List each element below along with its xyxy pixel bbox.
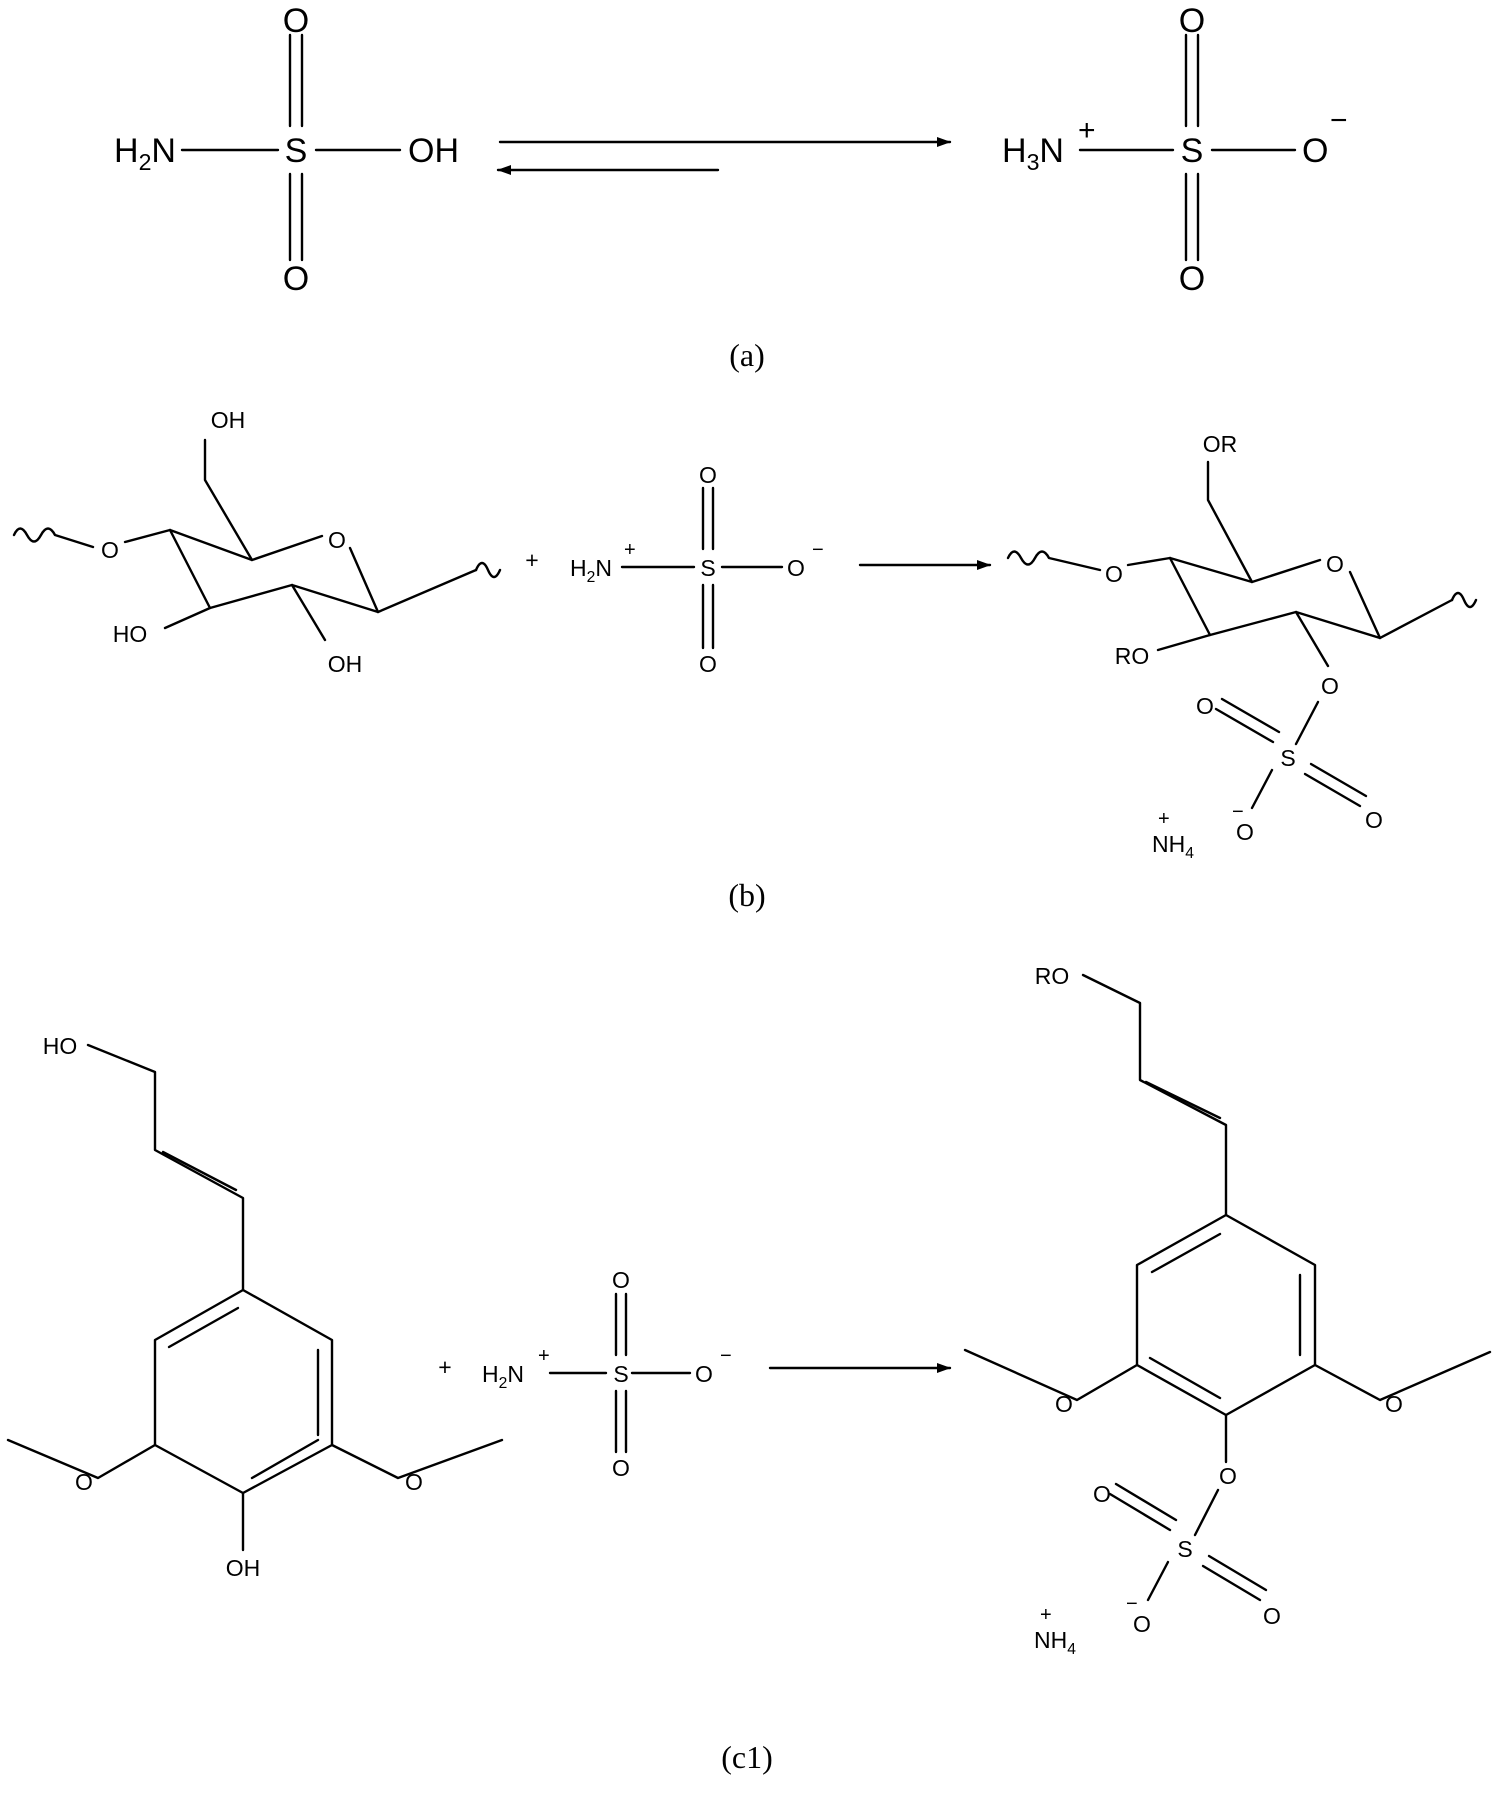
sulfamic-acid: H2N S O O OH <box>114 2 459 298</box>
oxide-atom: O <box>1236 819 1254 845</box>
caption-c1: (c1) <box>721 1739 773 1775</box>
negative-charge: − <box>720 1345 732 1367</box>
ammonium-charge: + <box>1158 808 1170 830</box>
amine-group: H2N <box>114 132 176 175</box>
methoxy-oxygen-right: O <box>405 1469 423 1495</box>
positive-charge: + <box>624 539 636 561</box>
amine-group: H2N <box>482 1361 524 1392</box>
sulfur-atom: S <box>285 132 308 170</box>
sinapyl-alcohol: HO O O OH <box>6 1033 504 1581</box>
oxo-top: O <box>699 462 717 488</box>
methoxy-oxygen-left: O <box>75 1469 93 1495</box>
oh-c2: OH <box>328 651 363 677</box>
panel-a: H2N S O O OH H3N + S O O O − (a) <box>114 2 1348 373</box>
caption-a: (a) <box>729 337 765 373</box>
negative-charge: − <box>1232 801 1244 823</box>
oxide-atom: O <box>1133 1611 1151 1637</box>
sulfur-atom: S <box>700 555 715 581</box>
or-c6: OR <box>1203 431 1238 457</box>
positive-charge: + <box>538 1345 550 1367</box>
sulfamate-reagent: H2N + S O O O − <box>570 462 824 677</box>
ammonium-group: H3N <box>1002 132 1064 175</box>
or-c3: RO <box>1115 643 1150 669</box>
ammonium-counterion: NH4 <box>1152 831 1194 862</box>
ammonium-charge: + <box>1040 1604 1052 1626</box>
hydroxyl-group: OH <box>408 132 459 170</box>
oxo-left: O <box>1196 693 1214 719</box>
negative-charge: − <box>812 539 824 561</box>
sulfur-atom: S <box>1177 1536 1192 1562</box>
oxide-atom: O <box>787 555 805 581</box>
oxo-right: O <box>1365 807 1383 833</box>
ammonium-counterion: NH4 <box>1034 1627 1076 1658</box>
phenolic-hydroxyl: OH <box>226 1555 261 1581</box>
oxo-right: O <box>1263 1603 1281 1629</box>
positive-charge: + <box>1078 114 1096 147</box>
sulfur-atom: S <box>1280 745 1295 771</box>
oh-c6: OH <box>211 407 246 433</box>
oxo-bottom: O <box>699 651 717 677</box>
oxo-top: O <box>612 1267 630 1293</box>
ester-oxygen: O <box>1219 1463 1237 1489</box>
sulfur-atom: S <box>1181 132 1204 170</box>
negative-charge: − <box>1330 104 1348 137</box>
caption-b: (b) <box>728 877 765 913</box>
cellulose-unit: OH O O HO OH <box>12 407 502 677</box>
panel-c1: HO O O OH + H2N + S O O O − <box>6 963 1492 1775</box>
sulfamate-reagent: H2N + S O O O − <box>482 1267 732 1481</box>
glycosidic-oxygen: O <box>101 537 119 563</box>
oxo-bottom: O <box>612 1455 630 1481</box>
plus-sign: + <box>525 547 538 573</box>
amine-group: H2N <box>570 555 612 586</box>
allylic-ether: RO <box>1035 963 1070 989</box>
sulfur-atom: S <box>613 1361 628 1387</box>
oxo-bottom: O <box>1179 260 1205 298</box>
sulfated-sinapyl-product: RO O O O S O O O − NH4 + <box>963 963 1492 1658</box>
sulfated-cellulose: OR O O RO O S O O O − NH4 + <box>1006 431 1478 862</box>
equilibrium-arrows <box>496 137 952 175</box>
oxo-bottom: O <box>283 260 309 298</box>
plus-sign: + <box>438 1354 451 1380</box>
ring-oxygen: O <box>328 527 346 553</box>
oxide-atom: O <box>1302 132 1328 170</box>
allylic-hydroxyl: HO <box>43 1033 78 1059</box>
oxo-left: O <box>1093 1481 1111 1507</box>
methoxy-oxygen-right: O <box>1385 1391 1403 1417</box>
oxide-atom: O <box>695 1361 713 1387</box>
sulfamic-acid-zwitterion: H3N + S O O O − <box>1002 2 1348 298</box>
glycosidic-oxygen: O <box>1105 561 1123 587</box>
oh-c3: HO <box>113 621 148 647</box>
oxo-top: O <box>283 2 309 40</box>
methoxy-oxygen-left: O <box>1055 1391 1073 1417</box>
oxo-top: O <box>1179 2 1205 40</box>
panel-b: OH O O HO OH + H2N + S O O O − <box>12 407 1478 913</box>
ester-oxygen: O <box>1321 673 1339 699</box>
negative-charge: − <box>1126 1593 1138 1615</box>
ring-oxygen: O <box>1326 551 1344 577</box>
